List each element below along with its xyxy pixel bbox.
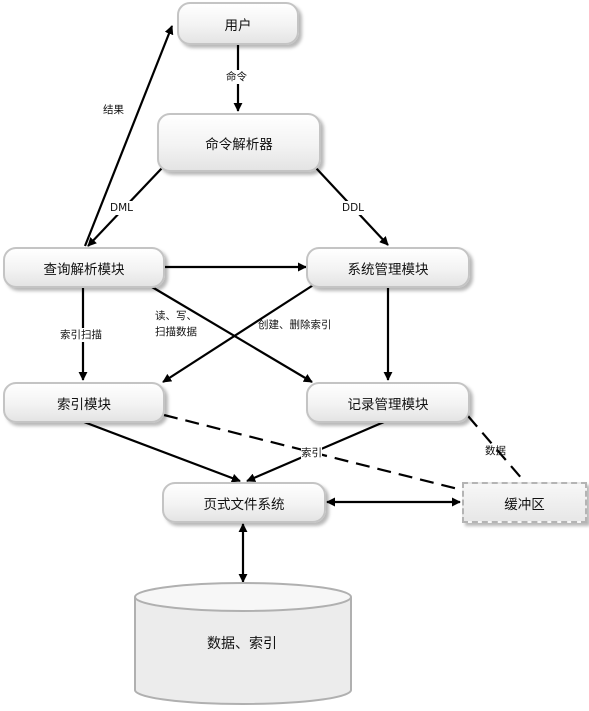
node-buffer: 缓冲区 (462, 482, 587, 523)
edge-label-ddl: DDL (342, 201, 365, 215)
node-query-parse-module: 查询解析模块 (3, 247, 165, 288)
node-page-file-system: 页式文件系统 (162, 482, 326, 523)
edge-label-create-delete-index: 创建、删除索引 (258, 319, 332, 331)
edge-label-dml: DML (110, 201, 133, 215)
node-index-module: 索引模块 (3, 382, 165, 423)
node-command-parser: 命令解析器 (157, 113, 321, 172)
node-user: 用户 (177, 2, 299, 45)
storage-label: 数据、索引 (207, 636, 277, 652)
edge-label-data: 数据 (485, 445, 506, 457)
edge-label-rw-line2: 扫描数据 (155, 326, 197, 338)
edge-label-index-scan: 索引扫描 (60, 328, 102, 342)
storage-cylinder (134, 582, 352, 705)
node-system-management-module: 系统管理模块 (306, 247, 470, 288)
node-record-management-module: 记录管理模块 (306, 382, 470, 423)
edge-label-index: 索引 (301, 446, 322, 460)
edge-query-to-user (83, 25, 174, 247)
edge-index-buffer-dashed (163, 413, 463, 492)
edge-record-buffer-dashed (467, 415, 524, 481)
edge-label-command: 命令 (226, 70, 247, 84)
edge-label-rw-line1: 读、写、 (155, 310, 197, 322)
edge-label-result: 结果 (103, 104, 124, 116)
edge-sys-to-index (162, 281, 319, 383)
edge-index-to-pagefs (83, 420, 241, 483)
edge-query-to-record (151, 286, 313, 383)
